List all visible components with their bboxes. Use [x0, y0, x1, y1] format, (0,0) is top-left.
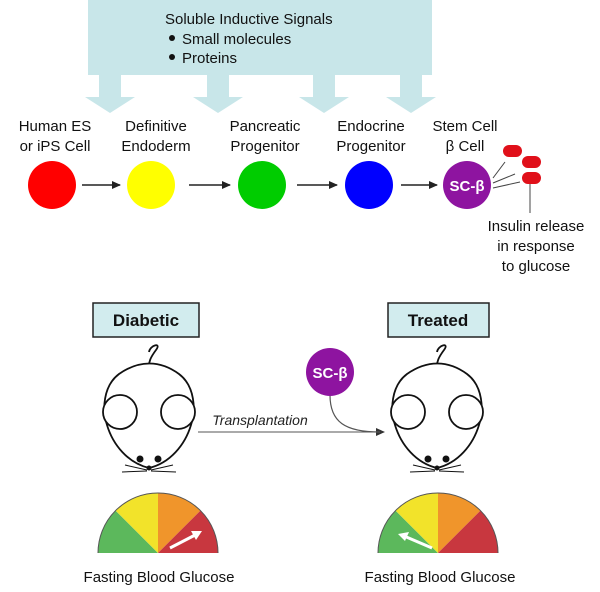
gauge-treated: Fasting Blood Glucose — [365, 492, 516, 586]
sc-beta-curve — [329, 394, 381, 433]
stage-label-line2: Progenitor — [230, 138, 299, 155]
sc-beta-transplant-text: SC-β — [313, 365, 348, 382]
stage-label-line1: Endocrine — [337, 118, 405, 135]
stage-cells: SC-β — [28, 161, 491, 209]
gauge-caption: Fasting Blood Glucose — [365, 569, 516, 586]
cell-definitive-endoderm — [127, 161, 175, 209]
stage-label-line2: Progenitor — [336, 138, 405, 155]
signals-item-small-molecules: Small molecules — [182, 31, 291, 48]
treated-label: Treated — [408, 311, 468, 330]
mouse-diabetic-icon — [102, 344, 196, 473]
transplant-label: Transplantation — [212, 412, 308, 428]
diabetic-label: Diabetic — [113, 311, 179, 330]
stage-label-line1: Human ES — [19, 118, 92, 135]
cell-pancreatic-progenitor — [238, 161, 286, 209]
stage-label-line2: β Cell — [446, 138, 485, 155]
stage-label-line2: or iPS Cell — [20, 138, 91, 155]
insulin-label-line1: Insulin release — [488, 218, 585, 235]
insulin-granule — [503, 145, 522, 157]
signals-banner: Soluble Inductive Signals Small molecule… — [85, 0, 436, 113]
sc-beta-badge-text: SC-β — [450, 178, 485, 195]
insulin-granule — [522, 172, 541, 184]
insulin-granule — [522, 156, 541, 168]
bullet-icon — [169, 35, 175, 41]
cell-endocrine-progenitor — [345, 161, 393, 209]
cell-sc-beta — [443, 161, 491, 209]
signals-title: Soluble Inductive Signals — [165, 11, 333, 28]
gauge-diabetic: Fasting Blood Glucose — [84, 492, 235, 586]
stage-label-line2: Endoderm — [121, 138, 190, 155]
bullet-icon — [169, 54, 175, 60]
signals-item-proteins: Proteins — [182, 50, 237, 67]
gauge-caption: Fasting Blood Glucose — [84, 569, 235, 586]
insulin-label-line3: to glucose — [502, 258, 570, 275]
sc-beta-cell-transplant — [306, 348, 354, 396]
mouse-treated-icon — [390, 344, 484, 473]
insulin-release: Insulin release in response to glucose — [488, 145, 585, 275]
stage-label-line1: Stem Cell — [432, 118, 497, 135]
treated-label-box: Treated — [387, 302, 490, 338]
stage-label-line1: Pancreatic — [230, 118, 301, 135]
signals-banner-shape — [85, 0, 436, 113]
cell-human-es — [28, 161, 76, 209]
transplantation: Transplantation SC-β — [198, 348, 385, 436]
gauge-needle-icon — [403, 534, 433, 550]
stage-label-line1: Definitive — [125, 118, 187, 135]
diabetic-label-box: Diabetic — [92, 302, 200, 338]
stage-labels: Human ES or iPS Cell Definitive Endoderm… — [19, 118, 498, 155]
insulin-label-line2: in response — [497, 238, 575, 255]
